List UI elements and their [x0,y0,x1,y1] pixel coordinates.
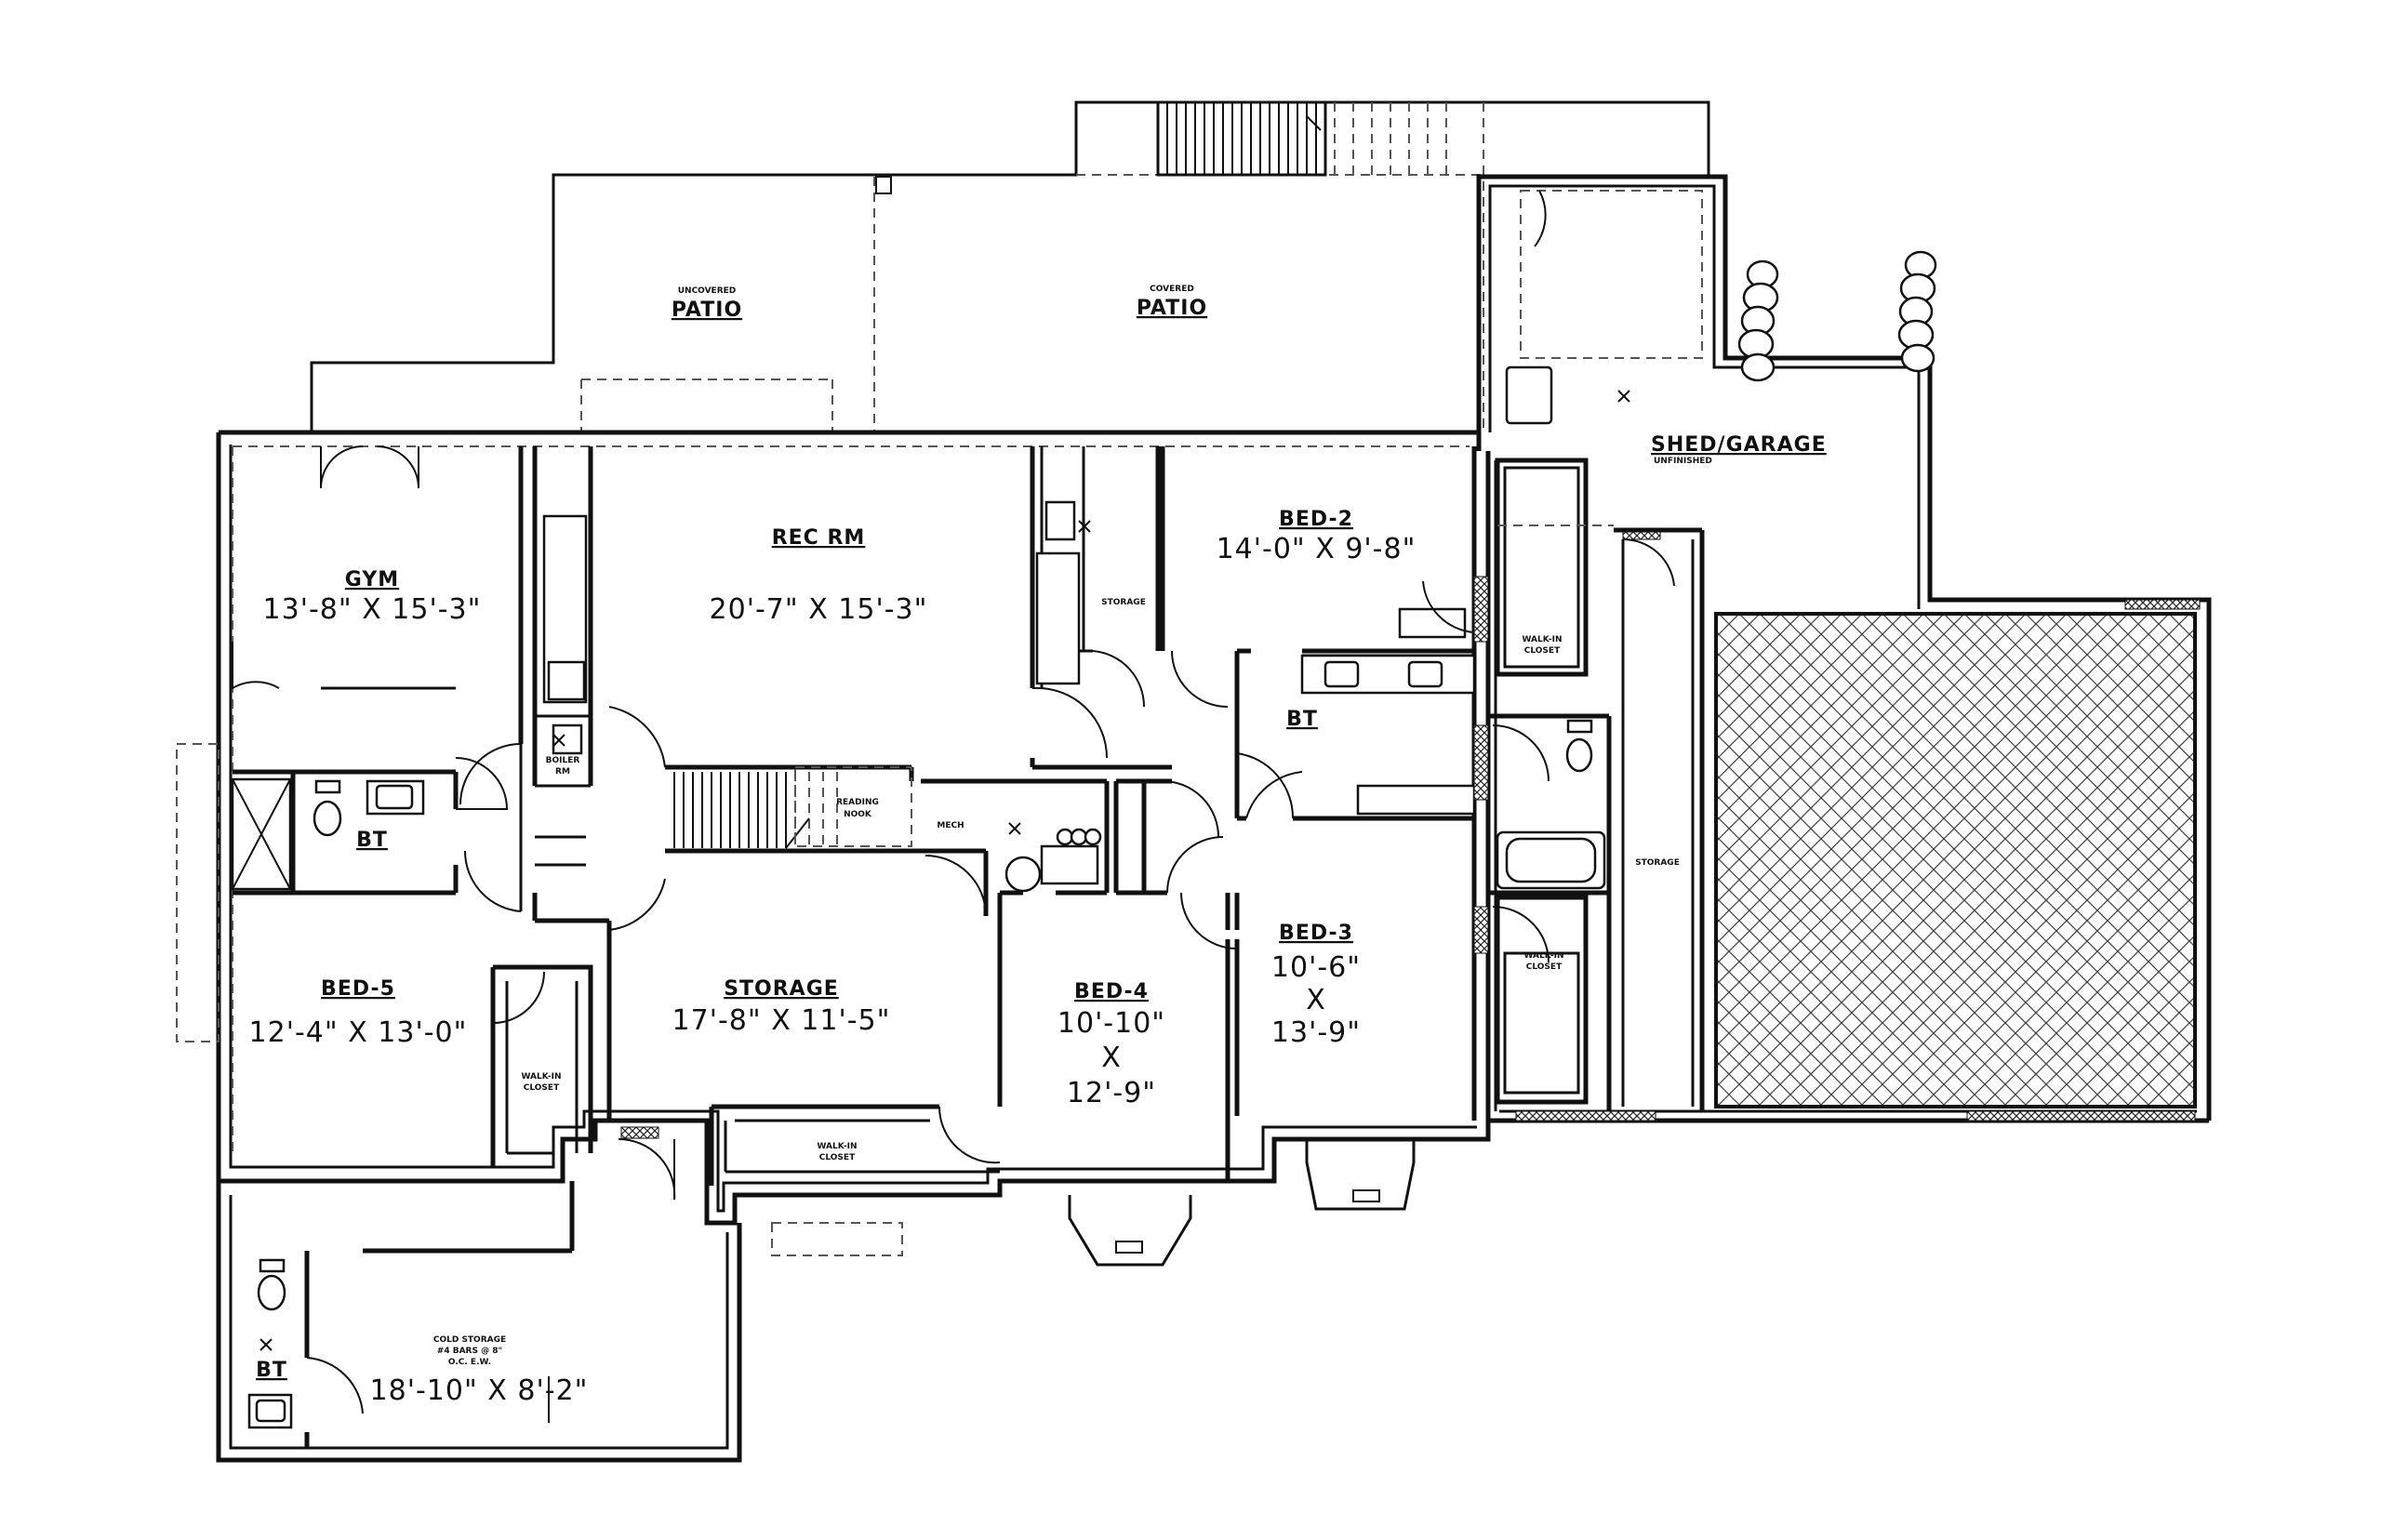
gym-label: GYM [345,568,399,591]
ceiling-fixtures [259,390,1630,1351]
cold-storage-note1: #4 BARS @ 8" [437,1347,502,1356]
cold-storage-wing [216,1181,742,1463]
storage-small-label: STORAGE [1101,598,1146,607]
cold-storage-label: COLD STORAGE [433,1335,506,1345]
closet-storage-label: WALK-IN [817,1142,857,1151]
patio-outline [310,100,1710,432]
bed2-label: BED-2 [1279,508,1353,531]
bed4-label: BED-4 [1074,980,1149,1003]
boiler-rm-label-2: RM [555,767,570,777]
cold-storage-dimensions: 18'-10" X 8'-2" [370,1374,589,1407]
bed4-x: X [1101,1042,1122,1074]
bed4-dim1: 10'-10" [1057,1007,1165,1040]
closet-bed5-label: WALK-IN [521,1072,561,1082]
bed2-dimensions: 14'-0" X 9'-8" [1217,533,1417,565]
shed-garage-sub: UNFINISHED [1654,457,1712,466]
gym-dimensions: 13'-8" X 15'-3" [263,593,482,626]
bumpout-left [176,743,219,1042]
room-labels: UNCOVERED PATIO COVERED PATIO SHED/GARAG… [249,285,1827,1407]
shed-garage-label: SHED/GARAGE [1651,433,1827,457]
bed3-label: BED-3 [1279,922,1353,945]
bed3-x: X [1306,984,1326,1016]
garage-wing [1476,174,2212,1123]
storage-label: STORAGE [724,977,839,1001]
bed5-dimensions: 12'-4" X 13'-0" [249,1016,468,1049]
bed3-dim2: 13'-9" [1271,1016,1361,1049]
bt-left-label: BT [356,829,388,852]
boiler-rm-label: BOILER [546,756,580,765]
interior-stairs [673,766,912,849]
uncovered-patio-sub: UNCOVERED [678,286,737,296]
closet-bed3-label: WALK-IN [1523,951,1563,961]
reading-nook-label: READING [836,798,879,807]
bed5-label: BED-5 [321,977,395,1001]
exterior-stairs [1156,100,1447,177]
interior-walls [233,446,1705,1186]
closet-storage-label-2: CLOSET [819,1153,856,1162]
rec-rm-dimensions: 20'-7" X 15'-3" [710,593,928,626]
covered-patio-label: PATIO [1137,297,1207,320]
closet-bed2-label-2: CLOSET [1524,646,1561,656]
bed3-dim1: 10'-6" [1271,951,1361,984]
storage-dimensions: 17'-8" X 11'-5" [672,1004,891,1037]
bay-windows [771,1139,1416,1267]
mech-label: MECH [937,821,964,830]
closet-bed2-label: WALK-IN [1522,635,1562,644]
covered-patio-sub: COVERED [1150,285,1194,294]
fixtures [231,500,1606,1429]
closet-bed5-label-2: CLOSET [524,1083,560,1093]
storage-garage-label: STORAGE [1635,858,1680,868]
cold-storage-note2: O.C. E.W. [448,1358,491,1367]
reading-nook-label-2: NOOK [844,810,872,819]
doors [232,190,1675,1423]
bt-cold-label: BT [256,1359,287,1382]
bed4-dim2: 12'-9" [1067,1077,1156,1109]
bt-mid-label: BT [1286,708,1318,731]
closet-bed3-label-2: CLOSET [1526,962,1563,972]
shrubs [1737,250,1937,382]
rec-rm-label: REC RM [772,526,866,550]
garage-hatched-floor [1714,612,2197,1109]
uncovered-patio-label: PATIO [672,299,742,322]
